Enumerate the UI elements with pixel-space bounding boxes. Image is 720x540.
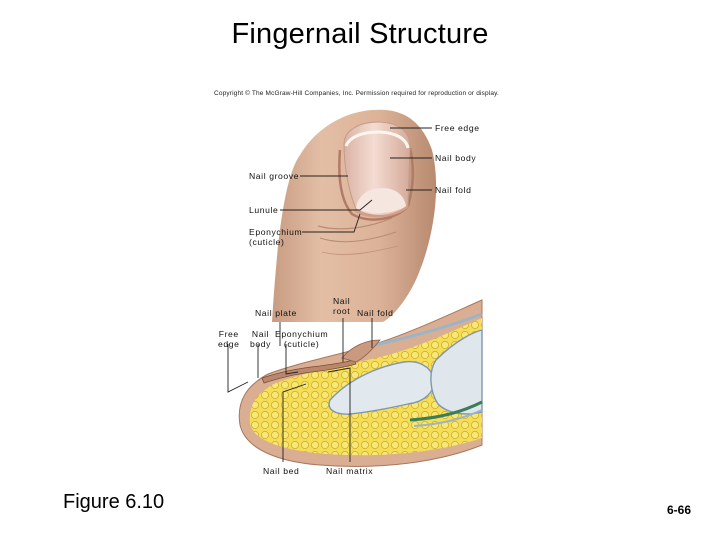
label-eponychium-bottom-line2: (cuticle)	[283, 339, 320, 349]
tendon-sheath	[413, 409, 483, 427]
finger-cross-section	[238, 299, 483, 467]
middle-phalanx	[430, 329, 483, 415]
label-free-edge-bottom: Free edge	[218, 329, 240, 349]
finger-top-view	[272, 109, 437, 322]
section-nail-plate	[261, 359, 357, 384]
label-eponychium-bottom: Eponychium (cuticle)	[275, 329, 328, 349]
slide-title: Fingernail Structure	[231, 18, 489, 50]
nail-fold-outline	[338, 147, 414, 221]
leader-lines	[227, 127, 432, 462]
leader-lunule	[280, 199, 373, 211]
eponychium	[353, 205, 409, 218]
label-eponychium-top-line2: (cuticle)	[249, 237, 285, 247]
leader-nail-matrix	[327, 367, 351, 462]
label-free-edge-bottom-line1: Free	[218, 329, 239, 339]
label-nail-groove: Nail groove	[249, 171, 300, 181]
label-nail-plate: Nail plate	[255, 308, 297, 318]
label-eponychium-bottom-line1: Eponychium	[275, 329, 329, 339]
label-nail-bed: Nail bed	[263, 466, 300, 476]
label-free-edge: Free edge	[435, 123, 480, 133]
label-nail-fold: Nail fold	[435, 185, 472, 195]
label-nail-body-bottom-line2: body	[250, 339, 272, 349]
label-nail-root: Nail root	[333, 296, 350, 316]
leader-free-edge-bottom	[227, 344, 249, 393]
skin-crease	[319, 231, 397, 243]
label-nail-root-line1: Nail	[333, 296, 351, 306]
slide-number: 6-66	[667, 503, 692, 517]
label-eponychium-top-line1: Eponychium	[249, 227, 303, 237]
label-nail-fold-bottom: Nail fold	[357, 308, 394, 318]
skin-crease	[321, 245, 399, 255]
flexor-tendon	[409, 400, 483, 422]
label-free-edge-bottom-line2: edge	[218, 339, 240, 349]
label-lunule: Lunule	[249, 205, 279, 215]
distal-phalanx	[328, 360, 435, 415]
label-nail-body: Nail body	[435, 153, 477, 163]
label-nail-body-bottom-line1: Nail	[251, 329, 270, 339]
label-eponychium-top: Eponychium (cuticle)	[249, 227, 302, 247]
leader-nail-bed	[282, 383, 307, 462]
figure-caption: Figure 6.10	[63, 491, 165, 513]
nail-free-edge	[344, 130, 410, 149]
copyright-notice: Copyright © The McGraw-Hill Companies, I…	[214, 90, 499, 97]
lunule	[356, 188, 406, 214]
label-nail-matrix: Nail matrix	[326, 466, 374, 476]
label-nail-body-bottom: Nail body	[250, 329, 271, 349]
label-nail-root-line2: root	[333, 306, 351, 316]
skin-crease	[317, 217, 393, 230]
section-nail-fold	[341, 339, 381, 363]
leader-eponychium-bottom	[285, 344, 299, 375]
leader-eponychium	[302, 213, 361, 233]
